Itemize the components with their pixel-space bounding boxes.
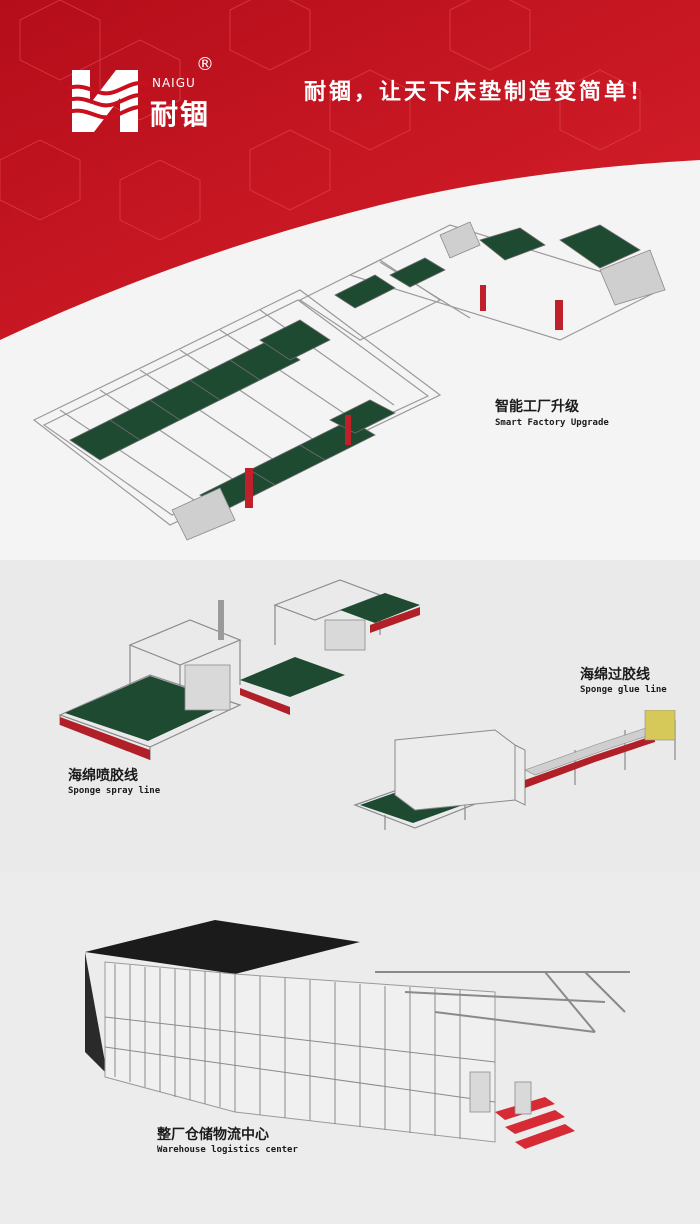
caption-warehouse-cn: 整厂仓储物流中心 bbox=[157, 1127, 269, 1143]
slogan: 耐锢，让天下床垫制造变简单！ bbox=[304, 80, 655, 105]
brand-name-en: NAIGU bbox=[152, 76, 196, 90]
red-header-banner bbox=[0, 0, 700, 340]
warehouse-section: 整厂仓储物流中心 Warehouse logistics center bbox=[0, 872, 700, 1224]
caption-sponge-glue-cn: 海绵过胶线 bbox=[580, 667, 650, 683]
registered-mark: ® bbox=[196, 54, 214, 75]
sponge-lines-section: 海绵喷胶线 Sponge spray line 海绵过胶线 Sponge glu… bbox=[0, 560, 700, 872]
caption-smart-factory-cn: 智能工厂升级 bbox=[495, 399, 579, 415]
smart-factory-line-image[interactable] bbox=[0, 0, 700, 560]
sponge-spray-machine-image[interactable] bbox=[40, 575, 460, 775]
hero-section: ® NAIGU 耐锢 耐锢，让天下床垫制造变简单！ bbox=[0, 0, 700, 560]
caption-sponge-glue-en: Sponge glue line bbox=[580, 685, 667, 695]
caption-warehouse-en: Warehouse logistics center bbox=[157, 1145, 298, 1155]
naigu-n-logo-icon bbox=[68, 70, 150, 132]
caption-smart-factory-en: Smart Factory Upgrade bbox=[495, 418, 609, 428]
warehouse-rack-image[interactable] bbox=[75, 912, 695, 1162]
naigu-logo[interactable] bbox=[68, 50, 238, 150]
caption-sponge-spray-en: Sponge spray line bbox=[68, 786, 161, 796]
sponge-glue-machine-image[interactable] bbox=[345, 710, 700, 840]
brand-name-cn: 耐锢 bbox=[150, 98, 211, 131]
caption-sponge-spray-cn: 海绵喷胶线 bbox=[68, 768, 138, 784]
